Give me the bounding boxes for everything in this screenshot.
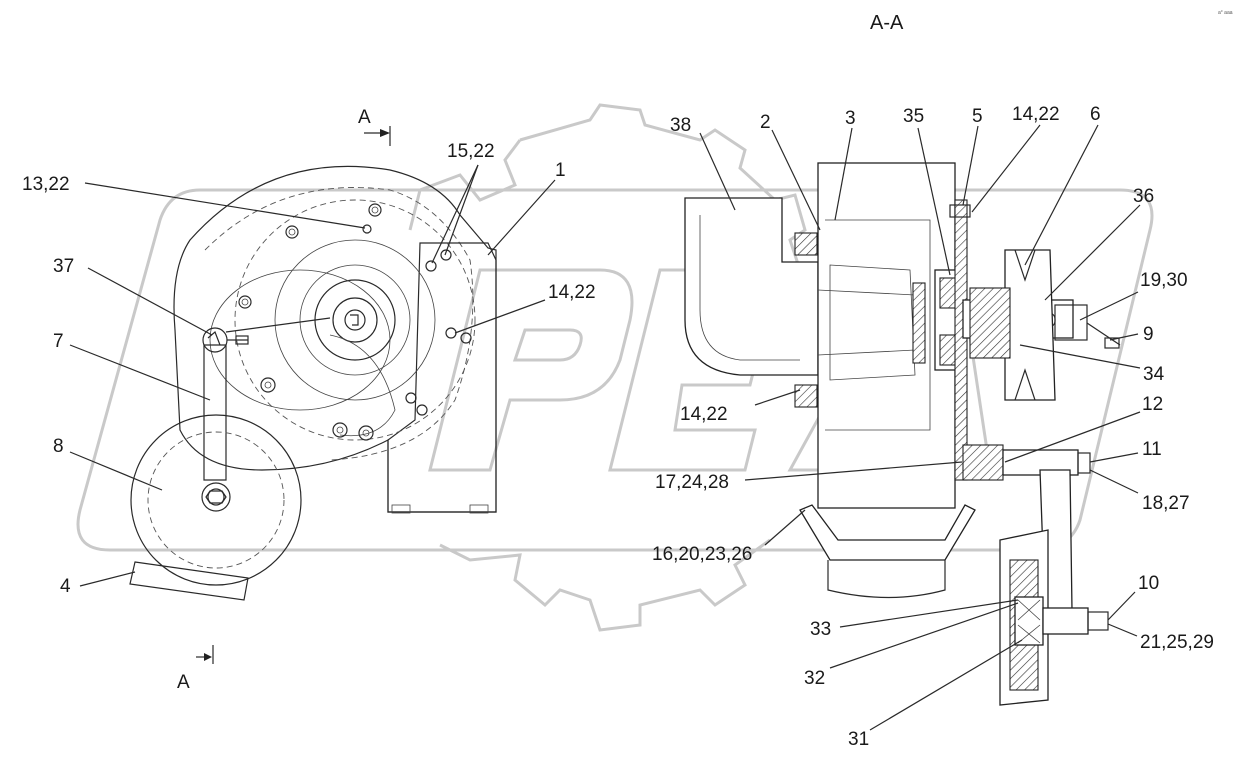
callout-33: 33 [810,619,831,640]
callout-21-25-29: 21,25,29 [1140,632,1214,653]
callout-36: 36 [1133,186,1154,207]
section-letter-top: А [358,107,371,128]
link-7 [203,344,227,481]
watermark-letter-p [428,268,634,472]
callout-38: 38 [670,115,691,136]
callout-31: 31 [848,729,869,750]
callout-18-27: 18,27 [1142,493,1190,514]
callout-13-22: 13,22 [22,174,70,195]
housing-inner-dashed [204,187,474,461]
base-4 [129,561,249,601]
nut-19-30 [1054,304,1088,341]
callout-labels: 38 2 3 35 5 14,22 6 36 19,30 9 34 12 11 … [22,104,1214,750]
bolt-holes [238,203,472,441]
callout-10: 10 [1138,573,1159,594]
cover-plate [387,242,497,513]
right-section [684,162,1121,706]
eccentric-ellipse [209,269,391,411]
bracket-12 [962,444,1004,481]
callout-3: 3 [845,108,856,129]
watermark-logo [76,103,1154,632]
wheel-8 [130,414,302,586]
callout-1: 1 [555,160,566,181]
plate-5 [954,199,968,481]
trough [799,504,976,561]
callout-7: 7 [53,331,64,352]
axle-10 [1042,607,1089,635]
drum-3 [817,162,956,509]
hopper-38 [684,197,819,376]
callout-14-22-mid: 14,22 [680,404,728,425]
section-mark-bottom: А [177,645,214,693]
callout-4: 4 [60,576,71,597]
callout-17-24-28: 17,24,28 [655,472,729,493]
callout-6: 6 [1090,104,1101,125]
leader-lines [69,124,1141,731]
left-view: А А [129,107,497,693]
callout-32: 32 [804,668,825,689]
wheel-inner [274,239,436,401]
callout-16-20-23-26: 16,20,23,26 [652,544,752,565]
corner-mark: a° aaa [1218,10,1233,16]
bearing-32 [1014,596,1044,646]
callout-34: 34 [1143,364,1165,385]
callout-12: 12 [1142,394,1163,415]
section-letter-bottom: А [177,672,190,693]
pulley-6 [1004,249,1056,401]
callout-37: 37 [53,256,74,277]
callout-35: 35 [903,106,924,127]
callout-9: 9 [1143,324,1154,345]
callout-8: 8 [53,436,64,457]
callout-15-22: 15,22 [447,141,495,162]
callout-14-22-left: 14,22 [548,282,596,303]
callout-5: 5 [972,106,983,127]
callout-2: 2 [760,112,771,133]
section-title: А-А [870,12,904,34]
callout-19-30: 19,30 [1140,270,1188,291]
housing-outline [173,165,497,513]
callout-14-22-top: 14,22 [1012,104,1060,125]
section-mark-top: А [358,107,391,146]
wheel-dashed [234,199,476,441]
callout-11: 11 [1142,439,1162,460]
